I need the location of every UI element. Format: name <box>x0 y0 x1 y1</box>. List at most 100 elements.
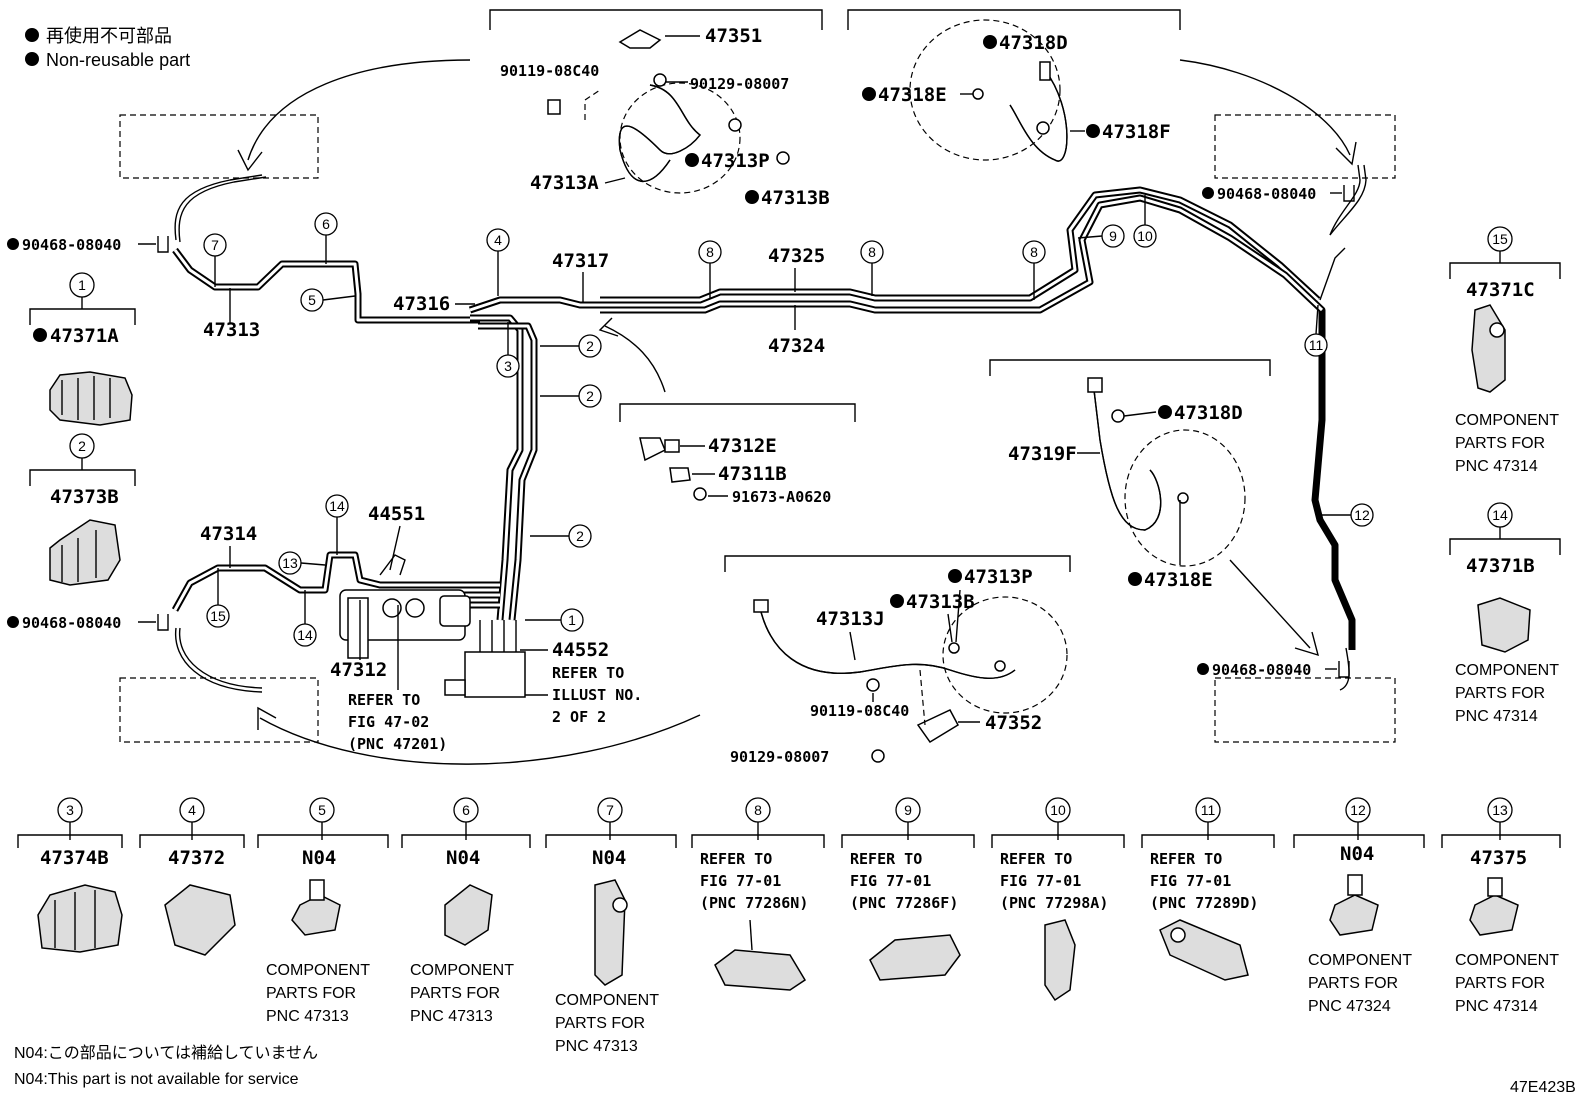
svg-text:1: 1 <box>568 612 576 628</box>
bracket-bottom-mid <box>724 555 1071 572</box>
bottom-part-5: 5 N04 COMPONENT PARTS FOR PNC 47313 <box>257 797 389 1025</box>
side-part-15: 15 47371C COMPONENT PARTS FOR PNC 47314 <box>1455 226 1559 475</box>
svg-text:(PNC 77289D): (PNC 77289D) <box>1150 894 1258 912</box>
bottom-part-8: 8 REFER TO FIG 77-01 (PNC 77286N) <box>691 797 825 991</box>
label-47318d-mid: 47318D <box>1174 402 1243 424</box>
svg-text:47375: 47375 <box>1470 847 1527 869</box>
callout-11: 11 <box>1304 333 1328 357</box>
svg-text:47371B: 47371B <box>1466 555 1535 577</box>
svg-text:(PNC 77286F): (PNC 77286F) <box>850 894 958 912</box>
outline-front-right <box>1214 114 1396 179</box>
label-47313: 47313 <box>203 319 260 341</box>
svg-text:11: 11 <box>1201 802 1216 818</box>
bracket-right-mid <box>989 359 1271 376</box>
side-part-1: 1 47371A <box>33 272 133 426</box>
fastener-right-top: 90468-08040 <box>1202 185 1355 203</box>
svg-text:90468-08040: 90468-08040 <box>1212 661 1311 679</box>
bracket-side-1 <box>29 308 136 325</box>
svg-text:90468-08040: 90468-08040 <box>1217 185 1316 203</box>
bottom-part-4: 4 47372 <box>139 797 245 956</box>
legend-en: Non-reusable part <box>46 50 190 70</box>
brake-actuator <box>339 554 526 698</box>
svg-text:5: 5 <box>308 292 316 308</box>
arrow-head-rear-right <box>1294 631 1319 657</box>
svg-text:8: 8 <box>868 244 876 260</box>
label-47312: 47312 <box>330 659 387 681</box>
svg-text:N04: N04 <box>302 847 336 869</box>
svg-text:14: 14 <box>297 627 313 643</box>
label-47351: 47351 <box>705 25 762 47</box>
bracket-side-2 <box>29 469 136 486</box>
svg-text:PARTS FOR: PARTS FOR <box>1308 975 1398 992</box>
svg-text:(PNC 77286N): (PNC 77286N) <box>700 894 808 912</box>
svg-text:PARTS FOR: PARTS FOR <box>1455 975 1545 992</box>
svg-text:47374B: 47374B <box>40 847 109 869</box>
fastener-left-bottom: 90468-08040 <box>7 614 169 632</box>
svg-text:FIG 77-01: FIG 77-01 <box>850 872 931 890</box>
svg-text:COMPONENT: COMPONENT <box>1455 662 1559 679</box>
label-47311b: 47311B <box>718 463 787 485</box>
callout-1: 1 <box>560 608 584 632</box>
label-47318e-mid: 47318E <box>1144 569 1213 591</box>
callout-8b: 8 <box>860 240 884 264</box>
callout-13: 13 <box>278 551 302 575</box>
bottom-part-12: 12 N04 COMPONENT PARTS FOR PNC 47324 <box>1293 797 1425 1015</box>
fastener-right-bottom: 90468-08040 <box>1197 661 1350 679</box>
svg-text:2: 2 <box>78 438 86 454</box>
outline-rear-right <box>1214 677 1396 743</box>
svg-text:PNC 47313: PNC 47313 <box>410 1008 493 1025</box>
bottom-part-7: 7 N04 COMPONENT PARTS FOR PNC 47313 <box>545 797 677 1055</box>
svg-text:15: 15 <box>1492 231 1508 247</box>
svg-text:FIG 77-01: FIG 77-01 <box>700 872 781 890</box>
label-47313p-bottom: 47313P <box>964 566 1033 588</box>
svg-text:REFER TO: REFER TO <box>1000 850 1072 868</box>
label-47325: 47325 <box>768 245 825 267</box>
bracket-top-right <box>847 9 1181 30</box>
svg-text:REFER TO: REFER TO <box>850 850 922 868</box>
svg-text:FIG 77-01: FIG 77-01 <box>1150 872 1231 890</box>
side-part-2: 2 47373B <box>49 433 121 586</box>
detail-clips-47312e <box>639 437 707 501</box>
callout-4: 4 <box>486 228 510 252</box>
label-47312e: 47312E <box>708 435 777 457</box>
label-47352: 47352 <box>985 712 1042 734</box>
callout-15: 15 <box>206 604 230 628</box>
callout-14b: 14 <box>293 623 317 647</box>
label-47314: 47314 <box>200 523 257 545</box>
label-90129-08007-top: 90129-08007 <box>690 75 789 93</box>
svg-text:FIG 77-01: FIG 77-01 <box>1000 872 1081 890</box>
svg-text:14: 14 <box>329 498 345 514</box>
svg-text:9: 9 <box>1109 228 1117 244</box>
svg-text:PARTS FOR: PARTS FOR <box>1455 685 1545 702</box>
callout-10: 10 <box>1133 224 1157 248</box>
callout-5: 5 <box>300 288 324 312</box>
arrow-head-front-right <box>1335 141 1357 166</box>
svg-text:15: 15 <box>210 608 226 624</box>
svg-text:N04: N04 <box>446 847 480 869</box>
bottom-part-3: 3 47374B <box>17 797 123 953</box>
svg-text:COMPONENT: COMPONENT <box>1455 412 1559 429</box>
label-47319f: 47319F <box>1008 443 1077 465</box>
bottom-part-10: 10 REFER TO FIG 77-01 (PNC 77298A) <box>991 797 1125 1002</box>
callout-8c: 8 <box>1022 240 1046 264</box>
detail-hose-47313a <box>547 29 790 194</box>
svg-text:COMPONENT: COMPONENT <box>1455 952 1559 969</box>
outline-front-left <box>119 114 319 179</box>
label-90119-08c40-top: 90119-08C40 <box>500 62 599 80</box>
detail-hose-47319f <box>1087 377 1246 567</box>
svg-text:PARTS FOR: PARTS FOR <box>266 985 356 1002</box>
svg-text:3: 3 <box>66 802 74 818</box>
hose-rear-right <box>1339 647 1350 691</box>
label-47313b-bottom: 47313B <box>906 591 975 613</box>
svg-text:12: 12 <box>1354 507 1370 523</box>
svg-text:PNC 47324: PNC 47324 <box>1308 998 1391 1015</box>
svg-text:8: 8 <box>706 244 714 260</box>
arrow-head-front-left <box>237 149 263 172</box>
svg-text:2: 2 <box>586 338 594 354</box>
svg-text:7: 7 <box>606 802 614 818</box>
svg-text:2: 2 <box>586 388 594 404</box>
svg-text:47371A: 47371A <box>50 325 119 347</box>
label-47313b-top: 47313B <box>761 187 830 209</box>
